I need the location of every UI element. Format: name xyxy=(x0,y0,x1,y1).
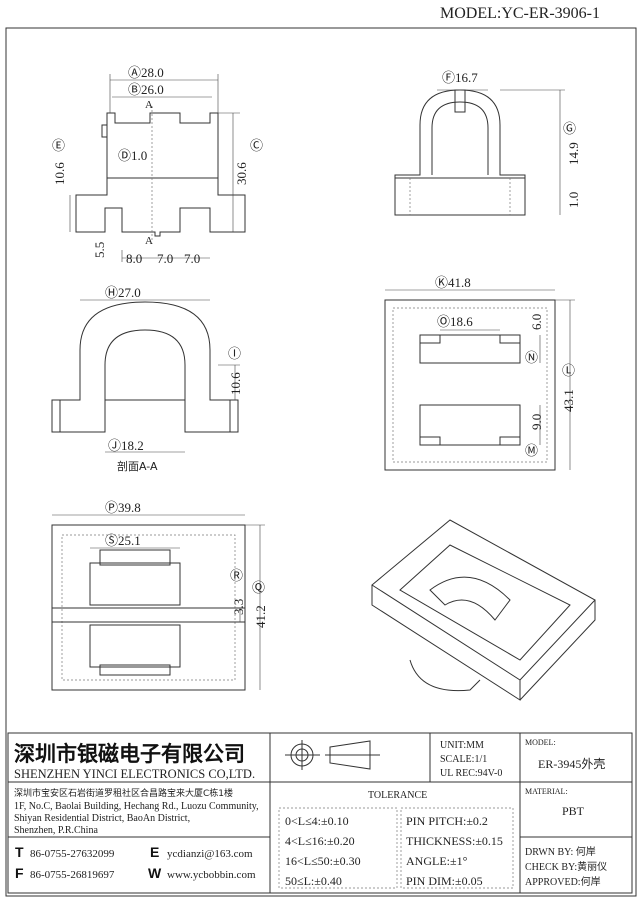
dim-l-label: Ⓛ xyxy=(562,363,575,378)
dim-w3: 7.0 xyxy=(184,251,200,266)
dim-q: 41.2 xyxy=(253,605,268,628)
tol-right-3: PIN DIM:±0.05 xyxy=(406,874,483,888)
tol-left-2: 16<L≤50:±0.30 xyxy=(285,854,361,868)
dim-w1: 8.0 xyxy=(126,251,142,266)
dim-w2: 7.0 xyxy=(157,251,173,266)
tolerance-label: TOLERANCE xyxy=(368,790,427,801)
dim-k: Ⓚ41.8 xyxy=(435,275,471,290)
drawn-by: DRWN BY: 何岸 xyxy=(525,845,596,858)
tel-label: T xyxy=(15,844,24,860)
fax-value: 86-0755-26819697 xyxy=(30,869,115,881)
tol-right-2: ANGLE:±1° xyxy=(406,854,468,868)
dim-slot: 5.5 xyxy=(92,242,107,258)
section-mark-bottom: A xyxy=(145,235,153,247)
section-label: 剖面A-A xyxy=(117,459,158,473)
dim-l: 43.1 xyxy=(561,389,576,412)
dim-g-label: Ⓖ xyxy=(563,121,576,136)
dim-c-label: Ⓒ xyxy=(250,138,263,153)
tol-right-1: THICKNESS:±0.15 xyxy=(406,834,503,848)
tol-left-3: 50≤L:±0.40 xyxy=(285,874,342,888)
dim-j: Ⓙ18.2 xyxy=(108,438,144,453)
dim-g2: 1.0 xyxy=(566,192,581,208)
dim-g: 14.9 xyxy=(566,142,581,165)
address-line-3: Shenzhen, P.R.China xyxy=(14,825,98,836)
dim-n-label: Ⓝ xyxy=(525,350,538,365)
tel-value: 86-0755-27632099 xyxy=(30,848,115,860)
tol-left-1: 4<L≤16:±0.20 xyxy=(285,834,355,848)
company-name-en: SHENZHEN YINCI ELECTRONICS CO,LTD. xyxy=(14,767,255,781)
dim-b: Ⓑ26.0 xyxy=(128,82,164,97)
fax-label: F xyxy=(15,865,24,881)
model-value: ER-3945外壳 xyxy=(538,757,605,771)
check-by: CHECK BY:黄丽仪 xyxy=(525,860,607,873)
front-view: Ⓐ28.0 Ⓑ26.0 A A Ⓓ1.0 Ⓒ 30.6 Ⓔ 10.6 5.5 8… xyxy=(52,65,263,266)
dim-d: Ⓓ1.0 xyxy=(118,148,147,163)
address-cn: 深圳市宝安区石岩街道罗租社区合昌路宝来大厦C栋1楼 xyxy=(14,787,233,799)
web-value: www.ycbobbin.com xyxy=(167,869,256,881)
tol-right-0: PIN PITCH:±0.2 xyxy=(406,814,488,828)
dim-f: Ⓕ16.7 xyxy=(442,70,478,85)
side-view: Ⓕ16.7 Ⓖ 14.9 1.0 xyxy=(394,70,581,216)
dim-o: Ⓞ18.6 xyxy=(437,314,473,329)
model-title: MODEL:YC-ER-3906-1 xyxy=(440,5,600,22)
dim-q-label: Ⓠ xyxy=(252,580,265,595)
unit: UNIT:MM xyxy=(440,740,484,751)
isometric-view xyxy=(371,519,596,701)
drawing-frame xyxy=(5,27,637,897)
dim-e: 10.6 xyxy=(52,162,67,185)
company-name-cn: 深圳市银磁电子有限公司 xyxy=(14,742,245,766)
tol-left-0: 0<L≤4:±0.10 xyxy=(285,814,349,828)
dim-i: 10.6 xyxy=(228,372,243,395)
material-label: MATERIAL: xyxy=(525,787,568,796)
dim-r-label: Ⓡ xyxy=(230,568,243,583)
ul-rec: UL REC:94V-0 xyxy=(440,768,502,779)
dim-s: Ⓢ25.1 xyxy=(105,533,141,548)
dim-p: Ⓟ39.8 xyxy=(105,500,141,515)
dim-n: 6.0 xyxy=(529,314,544,330)
dim-m-label: Ⓜ xyxy=(525,443,538,458)
section-view: Ⓗ27.0 Ⓘ 10.6 Ⓙ18.2 剖面A-A xyxy=(51,285,243,473)
model-label: MODEL: xyxy=(525,738,556,747)
section-mark-top: A xyxy=(145,99,153,111)
material-value: PBT xyxy=(562,804,585,818)
dim-i-label: Ⓘ xyxy=(228,346,241,361)
email-label: E xyxy=(150,844,159,860)
scale: SCALE:1/1 xyxy=(440,754,487,765)
dim-a: Ⓐ28.0 xyxy=(128,65,164,80)
dim-e-label: Ⓔ xyxy=(52,138,65,153)
top-view: Ⓚ41.8 Ⓞ18.6 6.0 Ⓝ Ⓛ 43.1 9.0 Ⓜ xyxy=(384,275,576,471)
dim-m: 9.0 xyxy=(529,414,544,430)
email-value: ycdianzi@163.com xyxy=(167,848,253,860)
approved-by: APPROVED:何岸 xyxy=(525,875,601,888)
web-label: W xyxy=(148,865,162,881)
dim-h: Ⓗ27.0 xyxy=(105,285,141,300)
address-line-2: Shiyan Residential District, BaoAn Distr… xyxy=(14,813,190,824)
dim-c: 30.6 xyxy=(234,162,249,185)
title-block: 深圳市银磁电子有限公司 SHENZHEN YINCI ELECTRONICS C… xyxy=(7,732,633,894)
bottom-view: Ⓟ39.8 Ⓢ25.1 Ⓡ 3.3 Ⓠ 41.2 xyxy=(51,500,268,691)
dim-r: 3.3 xyxy=(231,599,246,615)
address-line-1: 1F, No.C, Baolai Building, Hechang Rd., … xyxy=(14,801,259,812)
